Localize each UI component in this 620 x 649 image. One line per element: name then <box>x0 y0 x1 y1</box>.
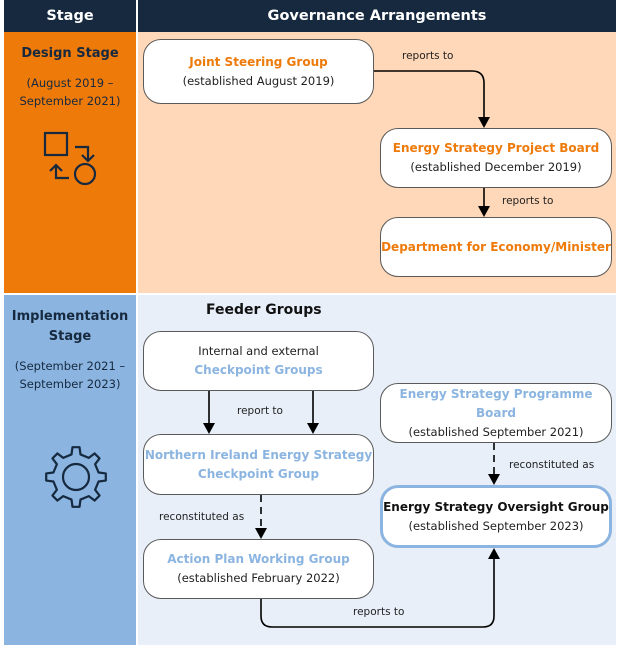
node-joint-steering-group: Joint Steering Group (established August… <box>143 39 374 104</box>
feeder-groups-heading: Feeder Groups <box>206 302 322 318</box>
design-stage-cell: Design Stage (August 2019 – September 20… <box>4 32 136 293</box>
stage-header-label: Stage <box>46 8 94 24</box>
edge-label-joint-to-board: reports to <box>402 50 454 62</box>
node-title: Energy Strategy Oversight Group <box>383 499 609 514</box>
edge-label-board-to-dept: reports to <box>502 195 554 207</box>
governance-column-header: Governance Arrangements <box>138 0 616 32</box>
node-title: Department for Economy/Minister <box>381 239 611 254</box>
edge-label-programme-to-oversight: reconstituted as <box>509 459 595 471</box>
node-department-for-economy: Department for Economy/Minister <box>380 217 612 277</box>
node-energy-strategy-programme-board: Energy Strategy Programme Board (establi… <box>380 383 612 443</box>
gear-icon <box>45 446 107 508</box>
node-title: Energy Strategy Programme Board <box>399 386 593 420</box>
implementation-stage-dates-line1: (September 2021 – <box>14 359 126 373</box>
implementation-stage-title-line2: Stage <box>48 329 92 344</box>
node-energy-strategy-project-board: Energy Strategy Project Board (establish… <box>380 128 612 188</box>
node-title: Joint Steering Group <box>189 54 328 69</box>
node-title: Action Plan Working Group <box>167 552 350 566</box>
edge-label-ni-to-action: reconstituted as <box>159 511 245 523</box>
governance-header-label: Governance Arrangements <box>267 8 487 24</box>
node-checkpoint-groups: Internal and external Checkpoint Groups <box>143 331 374 391</box>
node-energy-strategy-oversight-group: Energy Strategy Oversight Group (establi… <box>380 485 612 548</box>
node-established: (established September 2023) <box>408 518 584 533</box>
design-stage-title: Design Stage <box>21 46 119 61</box>
node-title: Checkpoint Groups <box>194 363 323 377</box>
node-established: (established December 2019) <box>410 160 582 174</box>
node-established: (established August 2019) <box>182 73 335 88</box>
stage-column-header: Stage <box>4 0 136 32</box>
node-ni-energy-strategy-checkpoint-group: Northern Ireland Energy Strategy Checkpo… <box>143 434 374 495</box>
node-established: (established February 2022) <box>177 571 340 585</box>
node-title-line1: Northern Ireland Energy Strategy <box>144 447 373 462</box>
implementation-stage-cell: Implementation Stage (September 2021 – S… <box>4 295 136 645</box>
node-title: Energy Strategy Project Board <box>392 141 600 155</box>
edge-label-checkpoint-to-ni: report to <box>237 405 283 417</box>
design-stage-dates-line1: (August 2019 – <box>26 76 114 90</box>
implementation-stage-title-line1: Implementation <box>11 309 129 324</box>
edge-label-action-to-oversight: reports to <box>353 606 405 618</box>
node-action-plan-working-group: Action Plan Working Group (established F… <box>143 539 374 599</box>
design-stage-dates-line2: September 2021) <box>19 94 121 108</box>
shapes-flow-icon <box>43 131 97 186</box>
implementation-stage-dates-line2: September 2023) <box>19 377 121 391</box>
node-subtitle: Internal and external <box>198 344 319 358</box>
node-title-line2: Checkpoint Group <box>197 466 320 481</box>
node-established: (established September 2021) <box>408 424 584 439</box>
